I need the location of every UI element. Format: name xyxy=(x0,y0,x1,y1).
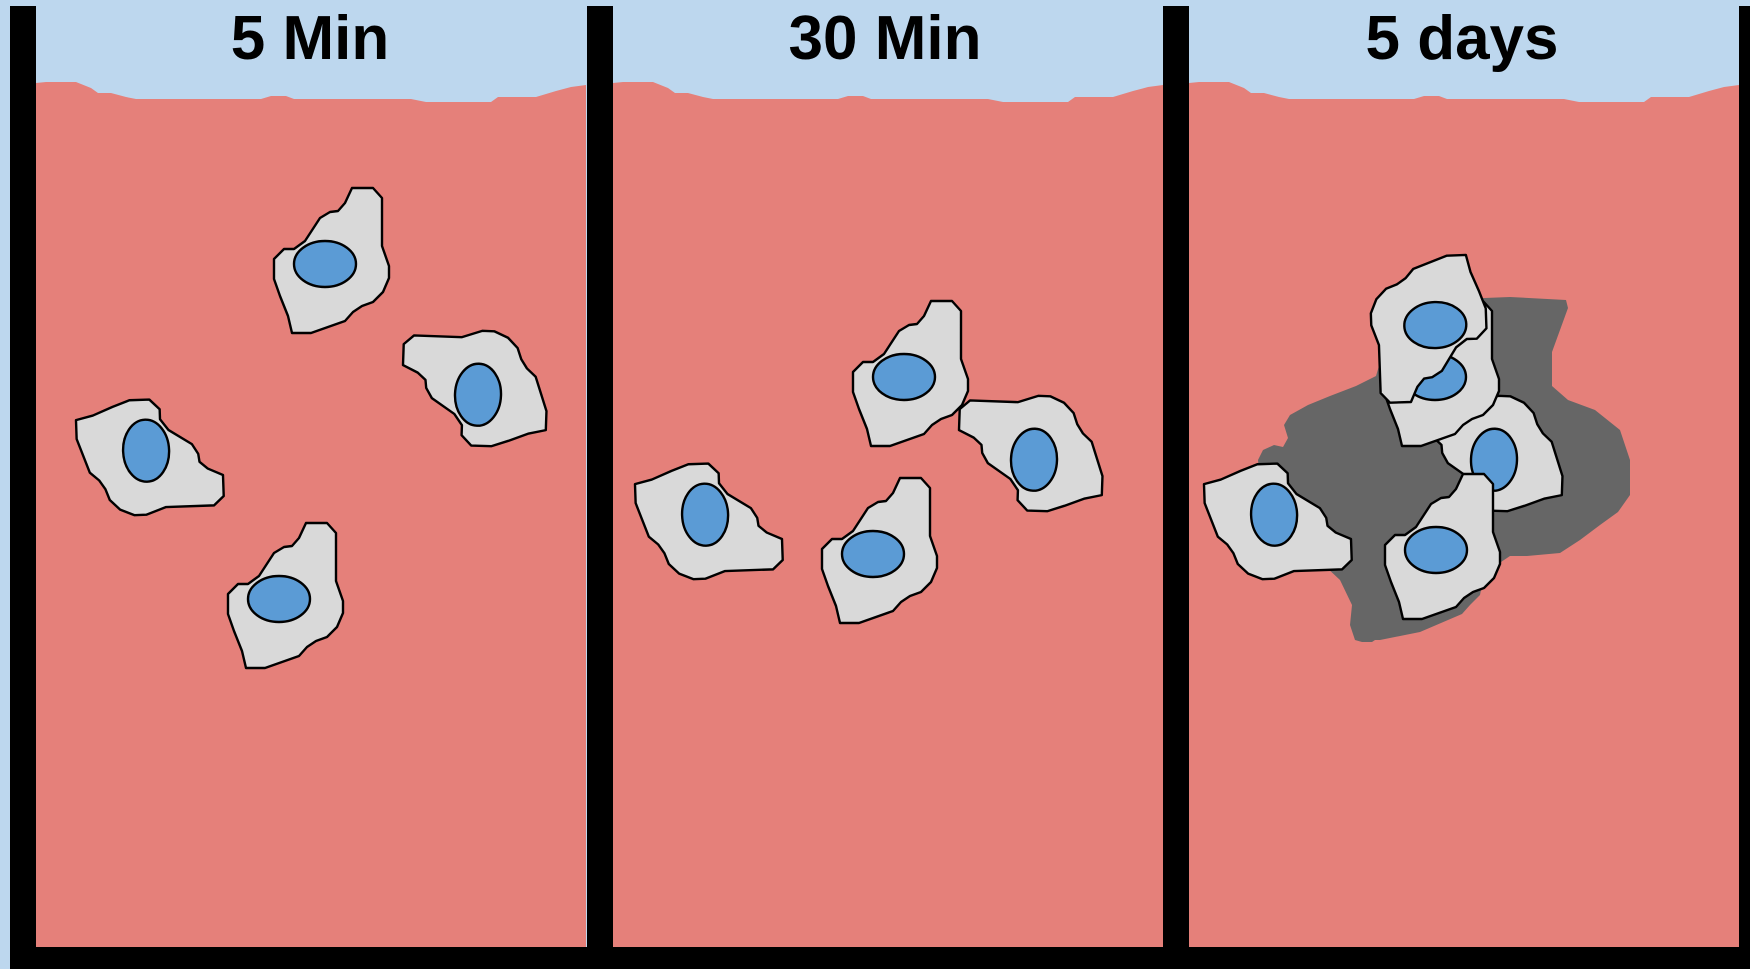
culture-medium-well-1 xyxy=(36,82,586,947)
well-wall-1 xyxy=(10,6,36,969)
well-floor xyxy=(10,947,1750,969)
panel-title-30-min: 30 Min xyxy=(610,0,1160,78)
well-wall-3 xyxy=(1163,6,1189,947)
panel-title-5-min: 5 Min xyxy=(35,0,585,78)
well-wall-4 xyxy=(1739,6,1750,947)
panel-title-5-days: 5 days xyxy=(1187,0,1737,78)
well-wall-2 xyxy=(587,6,613,947)
